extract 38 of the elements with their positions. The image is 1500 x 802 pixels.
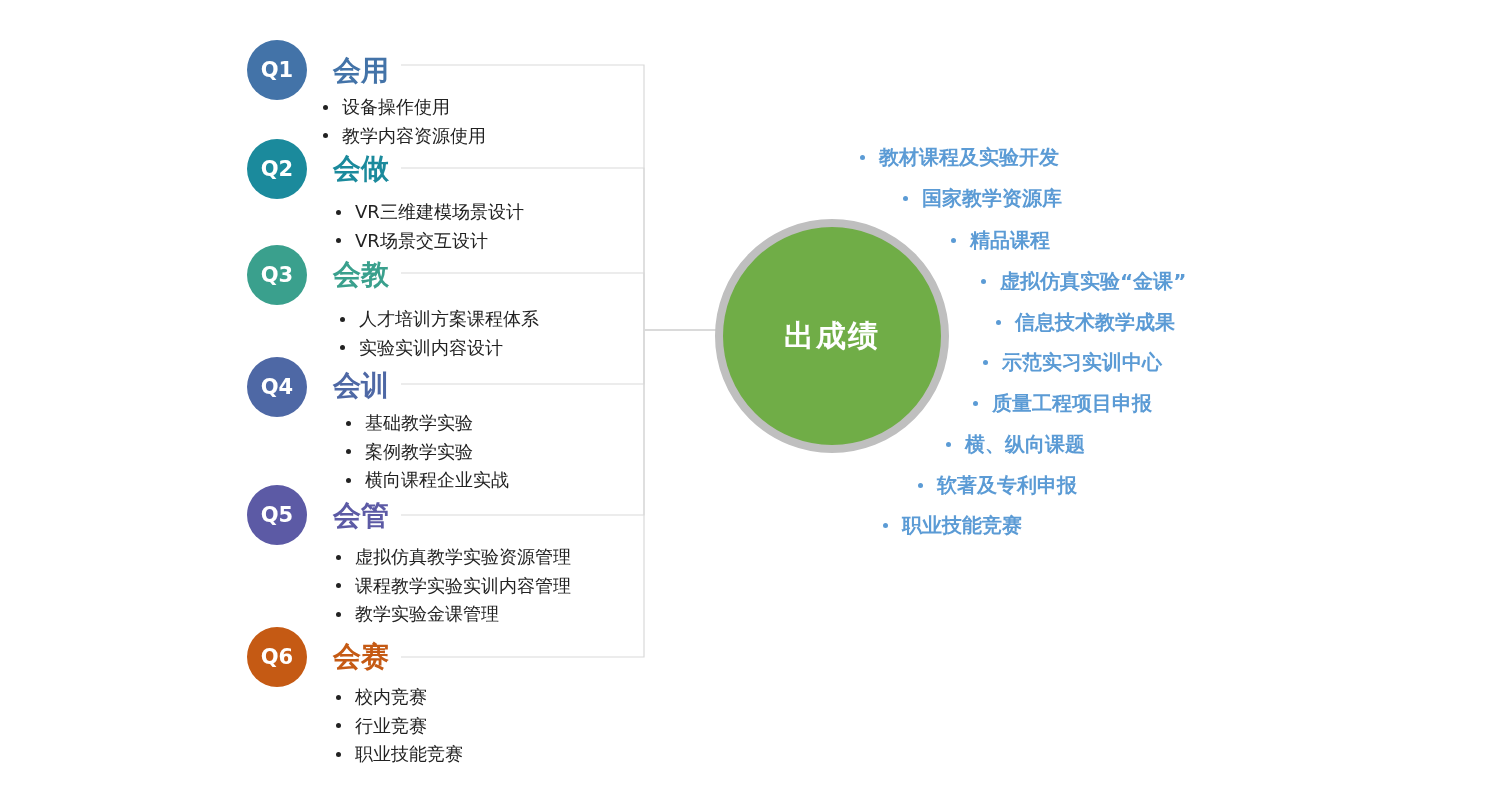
step-circle: Q1: [247, 40, 307, 100]
outcome-item: 虚拟仿真实验“金课”: [1000, 268, 1187, 294]
outcome-item: 教材课程及实验开发: [879, 144, 1059, 170]
step-circle: Q4: [247, 357, 307, 417]
bullet-item: 行业竞赛: [355, 713, 427, 738]
section-heading: 会训: [333, 367, 397, 405]
section-heading: 会做: [333, 150, 397, 188]
bullet-item: 设备操作使用: [342, 95, 450, 119]
outcome-item: 质量工程项目申报: [992, 390, 1152, 416]
step-circle: Q3: [247, 245, 307, 305]
circle-title: 出成绩: [784, 316, 880, 355]
bullet-item: 职业技能竞赛: [355, 742, 463, 766]
bullet-item: VR场景交互设计: [355, 228, 488, 253]
bullet-item: 横向课程企业实战: [365, 468, 509, 492]
outcome-item: 软著及专利申报: [937, 472, 1077, 498]
outcome-item: 示范实习实训中心: [1002, 349, 1162, 375]
section-heading: 会用: [333, 52, 397, 90]
bullet-item: 虚拟仿真教学实验资源管理: [355, 545, 571, 569]
step-circle: Q2: [247, 139, 307, 199]
outcome-item: 国家教学资源库: [922, 185, 1062, 211]
step-circle: Q5: [247, 485, 307, 545]
section-heading: 会管: [333, 497, 397, 535]
bullet-item: 校内竞赛: [355, 685, 427, 709]
section-heading: 会赛: [333, 638, 397, 676]
outcome-item: 横、纵向课题: [965, 431, 1085, 457]
bullet-item: 教学内容资源使用: [342, 123, 486, 148]
step-circle: Q6: [247, 627, 307, 687]
outcome-item: 职业技能竞赛: [902, 512, 1022, 538]
bullet-item: VR三维建模场景设计: [355, 200, 524, 224]
section-heading: 会教: [333, 256, 397, 294]
outcome-item: 信息技术教学成果: [1015, 309, 1175, 335]
bullet-item: 教学实验金课管理: [355, 602, 499, 626]
bullet-item: 实验实训内容设计: [359, 335, 503, 360]
bullet-item: 人才培训方案课程体系: [359, 307, 539, 331]
outcome-item: 精品课程: [970, 227, 1050, 253]
bullet-item: 案例教学实验: [365, 439, 473, 464]
bullet-item: 基础教学实验: [365, 411, 473, 435]
bullet-item: 课程教学实验实训内容管理: [355, 573, 571, 598]
